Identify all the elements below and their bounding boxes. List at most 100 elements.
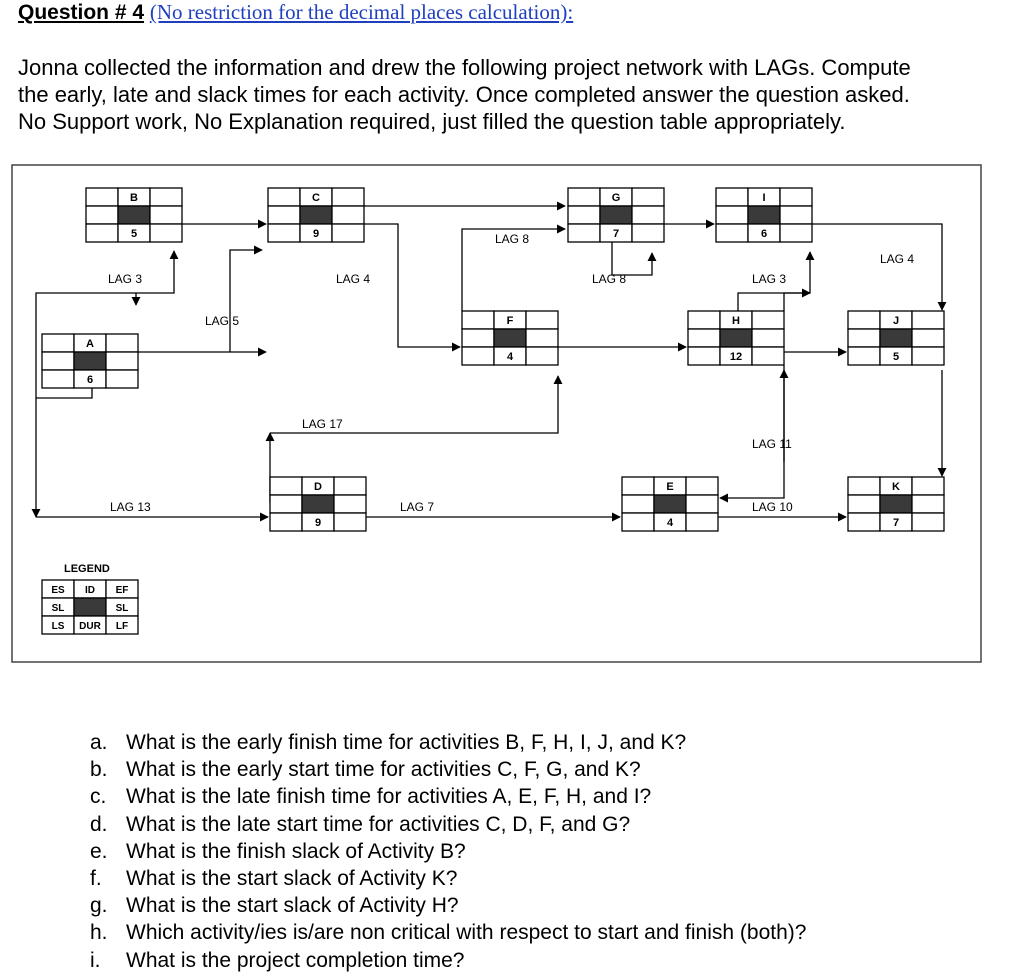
- activity-id: D: [314, 481, 322, 493]
- question-item: i.What is the project completion time?: [90, 947, 806, 974]
- lag-label-e-k: LAG 10: [752, 500, 793, 514]
- question-item: f. What is the start slack of Activity K?: [90, 865, 806, 892]
- node-cell: [333, 512, 367, 532]
- node-cell: [685, 476, 719, 496]
- legend-cell-label: ES: [51, 585, 65, 596]
- activity-duration: 5: [131, 228, 137, 240]
- edge-g-e: [611, 242, 657, 276]
- activity-duration: 7: [613, 228, 619, 240]
- question-item: e.What is the finish slack of Activity B…: [90, 838, 806, 865]
- node-cell: [267, 205, 301, 225]
- edge-a-c-up: [229, 245, 263, 352]
- node-cell: [751, 346, 785, 366]
- question-marker: d.: [90, 812, 108, 836]
- node-cell: [687, 346, 721, 366]
- question-marker: g.: [90, 894, 108, 918]
- legend-cell: [105, 615, 139, 635]
- node-cell: [105, 333, 139, 353]
- question-item: g.What is the start slack of Activity H?: [90, 892, 806, 919]
- question-text: What is the start slack of Activity K?: [126, 867, 458, 891]
- node-cell: [687, 310, 721, 330]
- node-cell: [267, 223, 301, 243]
- node-cell: [567, 187, 601, 207]
- node-cell: [715, 223, 749, 243]
- activity-node-h: H12: [687, 310, 785, 366]
- node-cell: [685, 494, 719, 514]
- node-cell: [911, 476, 945, 496]
- diagram-frame: [11, 164, 982, 663]
- activity-id: B: [130, 192, 138, 204]
- node-cell: [631, 205, 665, 225]
- node-cell: [847, 346, 881, 366]
- question-item: h.Which activity/ies is/are non critical…: [90, 919, 806, 946]
- edge-h-i: [737, 288, 811, 311]
- activity-node-i: I6: [715, 187, 813, 243]
- node-cell: [779, 223, 813, 243]
- node-cell: [267, 187, 301, 207]
- lag-label-g-e: LAG 8: [592, 272, 626, 286]
- node-cell: [747, 205, 781, 225]
- lag-label-a-d: LAG 13: [110, 500, 151, 514]
- activity-duration: 7: [893, 517, 899, 529]
- activity-duration: 4: [507, 351, 514, 363]
- legend-cell-label: EF: [116, 585, 129, 596]
- activity-id: E: [666, 481, 673, 493]
- node-cell: [751, 328, 785, 348]
- node-cell: [779, 205, 813, 225]
- intro-line: the early, late and slack times for each…: [18, 82, 910, 107]
- question-text: What is the late finish time for activit…: [126, 785, 652, 809]
- node-cell: [911, 494, 945, 514]
- activity-id: I: [762, 192, 765, 204]
- edge-h-i-link: [783, 251, 815, 311]
- node-cell: [621, 512, 655, 532]
- node-cell: [879, 328, 913, 348]
- question-marker: b.: [90, 758, 108, 782]
- node-cell: [779, 187, 813, 207]
- node-cell: [269, 494, 303, 514]
- question-item: d.What is the late start time for activi…: [90, 811, 806, 838]
- node-cell: [105, 351, 139, 371]
- node-cell: [911, 310, 945, 330]
- node-cell: [331, 187, 365, 207]
- question-marker: c.: [90, 785, 107, 809]
- node-cell: [333, 494, 367, 514]
- node-cell: [461, 310, 495, 330]
- intro-paragraph: Jonna collected the information and drew…: [18, 54, 1013, 135]
- question-marker: i.: [90, 948, 101, 972]
- activity-duration: 5: [893, 351, 899, 363]
- lag-label-a-b: LAG 3: [108, 272, 142, 286]
- node-cell: [599, 205, 633, 225]
- legend-title: LEGEND: [64, 563, 110, 575]
- activity-node-j: J5: [847, 310, 945, 366]
- node-cell: [41, 351, 75, 371]
- intro-line: Jonna collected the information and drew…: [18, 55, 911, 80]
- node-cell: [85, 205, 119, 225]
- question-text: What is the early finish time for activi…: [126, 731, 687, 754]
- node-cell: [85, 187, 119, 207]
- node-cell: [525, 310, 559, 330]
- activity-id: G: [612, 192, 621, 204]
- question-label: Question # 4: [18, 1, 145, 24]
- node-cell: [525, 328, 559, 348]
- edge-d-f: [270, 375, 563, 434]
- question-heading: Question # 4 (No restriction for the dec…: [18, 0, 573, 25]
- question-marker: h.: [90, 921, 108, 945]
- node-cell: [567, 223, 601, 243]
- activity-node-g: G7: [567, 187, 665, 243]
- node-cell: [631, 223, 665, 243]
- activity-node-a: A6: [41, 333, 139, 389]
- question-marker: e.: [90, 839, 108, 863]
- node-cell: [299, 205, 333, 225]
- activity-node-d: D9: [269, 476, 367, 532]
- activity-duration: 9: [315, 517, 321, 529]
- edge-a-b: [35, 250, 179, 399]
- node-cell: [715, 205, 749, 225]
- node-cell: [333, 476, 367, 496]
- node-cell: [73, 351, 107, 371]
- question-marker: f.: [90, 867, 102, 891]
- legend-cell-label: ID: [85, 585, 95, 596]
- legend-cell-label: LS: [52, 621, 65, 632]
- activity-node-e: E4: [621, 476, 719, 532]
